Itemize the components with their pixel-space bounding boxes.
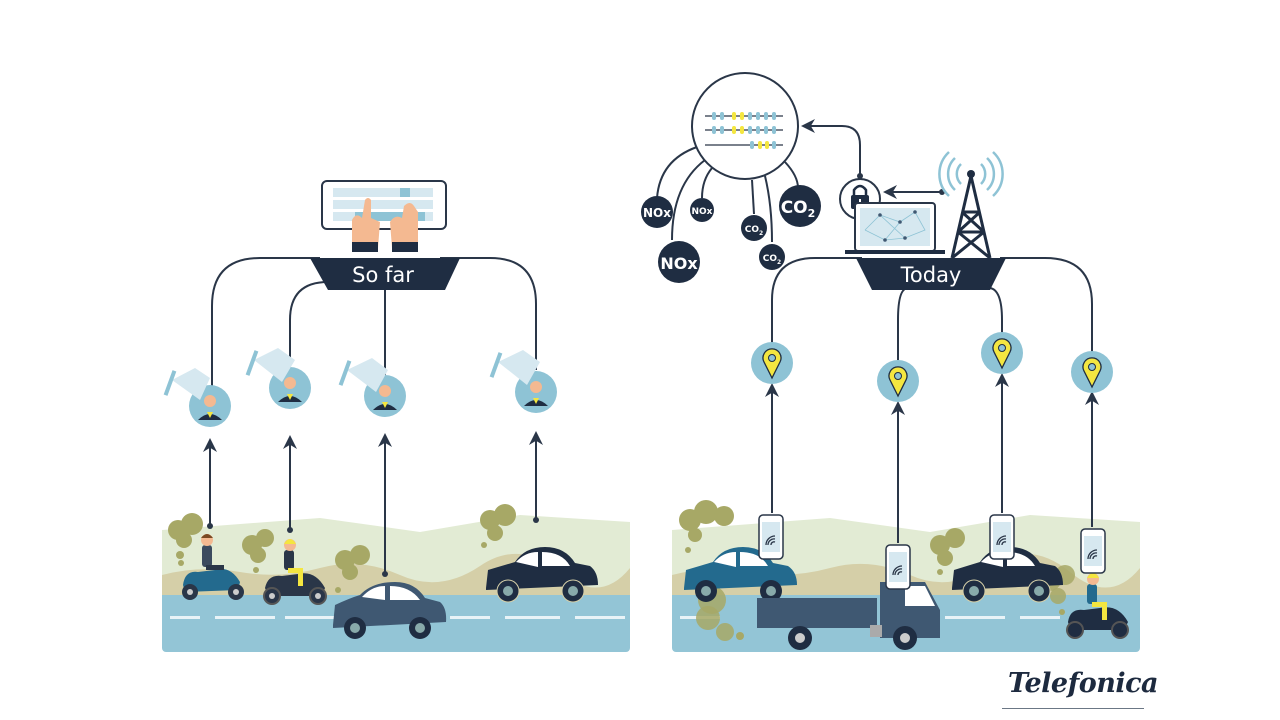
inspector-report-2 [245,348,311,409]
so-far-label-banner: So far [310,258,460,290]
gas-bubble-co2-2: CO2 [759,244,785,270]
gas-bubble-nox-2: NOx [690,198,714,222]
logo-underline [1002,708,1144,709]
location-pin-4 [1071,351,1113,393]
map-pin-icon [1082,357,1102,389]
data-analytics-icon [691,72,799,180]
map-pin-icon [888,366,908,398]
svg-text:NOx: NOx [692,207,713,217]
car-grey-blue [333,582,447,639]
car-navy [486,547,598,603]
smartphone-icon [1080,528,1106,574]
smartphone-icon [885,544,911,590]
inspector-avatar-icon [373,385,397,410]
exhaust-smoke [168,504,516,593]
telefonica-logo: Telefonica [1000,668,1159,712]
location-pin-1 [751,342,793,384]
inspector-report-1 [163,368,231,427]
inspector-report-4 [489,350,557,413]
smartphone-icon [758,514,784,560]
location-pin-2 [877,360,919,402]
map-pin-icon [992,338,1012,370]
map-pin-icon [762,348,782,380]
svg-text:CO2: CO2 [763,254,781,266]
gas-bubble-nox-1: NOx [641,196,673,228]
car-navy [952,547,1063,603]
vehicle-anchor-dots [207,517,539,577]
manual-report-icon [489,350,540,385]
gas-bubble-co2-1: CO2 [741,215,767,241]
svg-text:CO2: CO2 [745,225,763,237]
smartphone-sensors [758,514,1106,590]
today-label: Today [900,263,962,287]
inspector-report-3 [338,358,406,417]
scooter-blue [182,534,244,600]
so-far-label: So far [352,263,414,287]
manual-report-icon [163,368,210,400]
inspector-avatar-icon [278,377,302,402]
cell-tower-icon [938,151,1004,260]
right-panel: NOx NOx NOx CO2 CO2 CO2 [641,72,1140,652]
left-panel: So far [162,180,630,652]
gas-bubble-nox-3: NOx [658,241,700,283]
left-connectors [203,257,543,574]
today-label-banner: Today [856,258,1006,290]
scooter-navy [263,539,327,605]
smartphone-icon [989,514,1015,560]
scooter-navy [1066,573,1129,639]
hands-typing-keyboard-icon [321,180,447,252]
right-connectors [656,119,1099,543]
logo-text: Telefonica [1008,668,1159,699]
svg-text:NOx: NOx [660,254,698,273]
svg-text:CO2: CO2 [781,198,816,220]
manual-report-icon [338,358,388,392]
inspector-avatar-icon [198,395,222,420]
gas-bubble-co2-3: CO2 [779,185,821,227]
laptop-network-icon [845,202,945,254]
svg-text:NOx: NOx [643,206,671,220]
location-pin-3 [981,332,1023,374]
truck [757,582,940,650]
inspector-avatar-icon [524,381,548,406]
manual-report-icon [245,348,295,382]
